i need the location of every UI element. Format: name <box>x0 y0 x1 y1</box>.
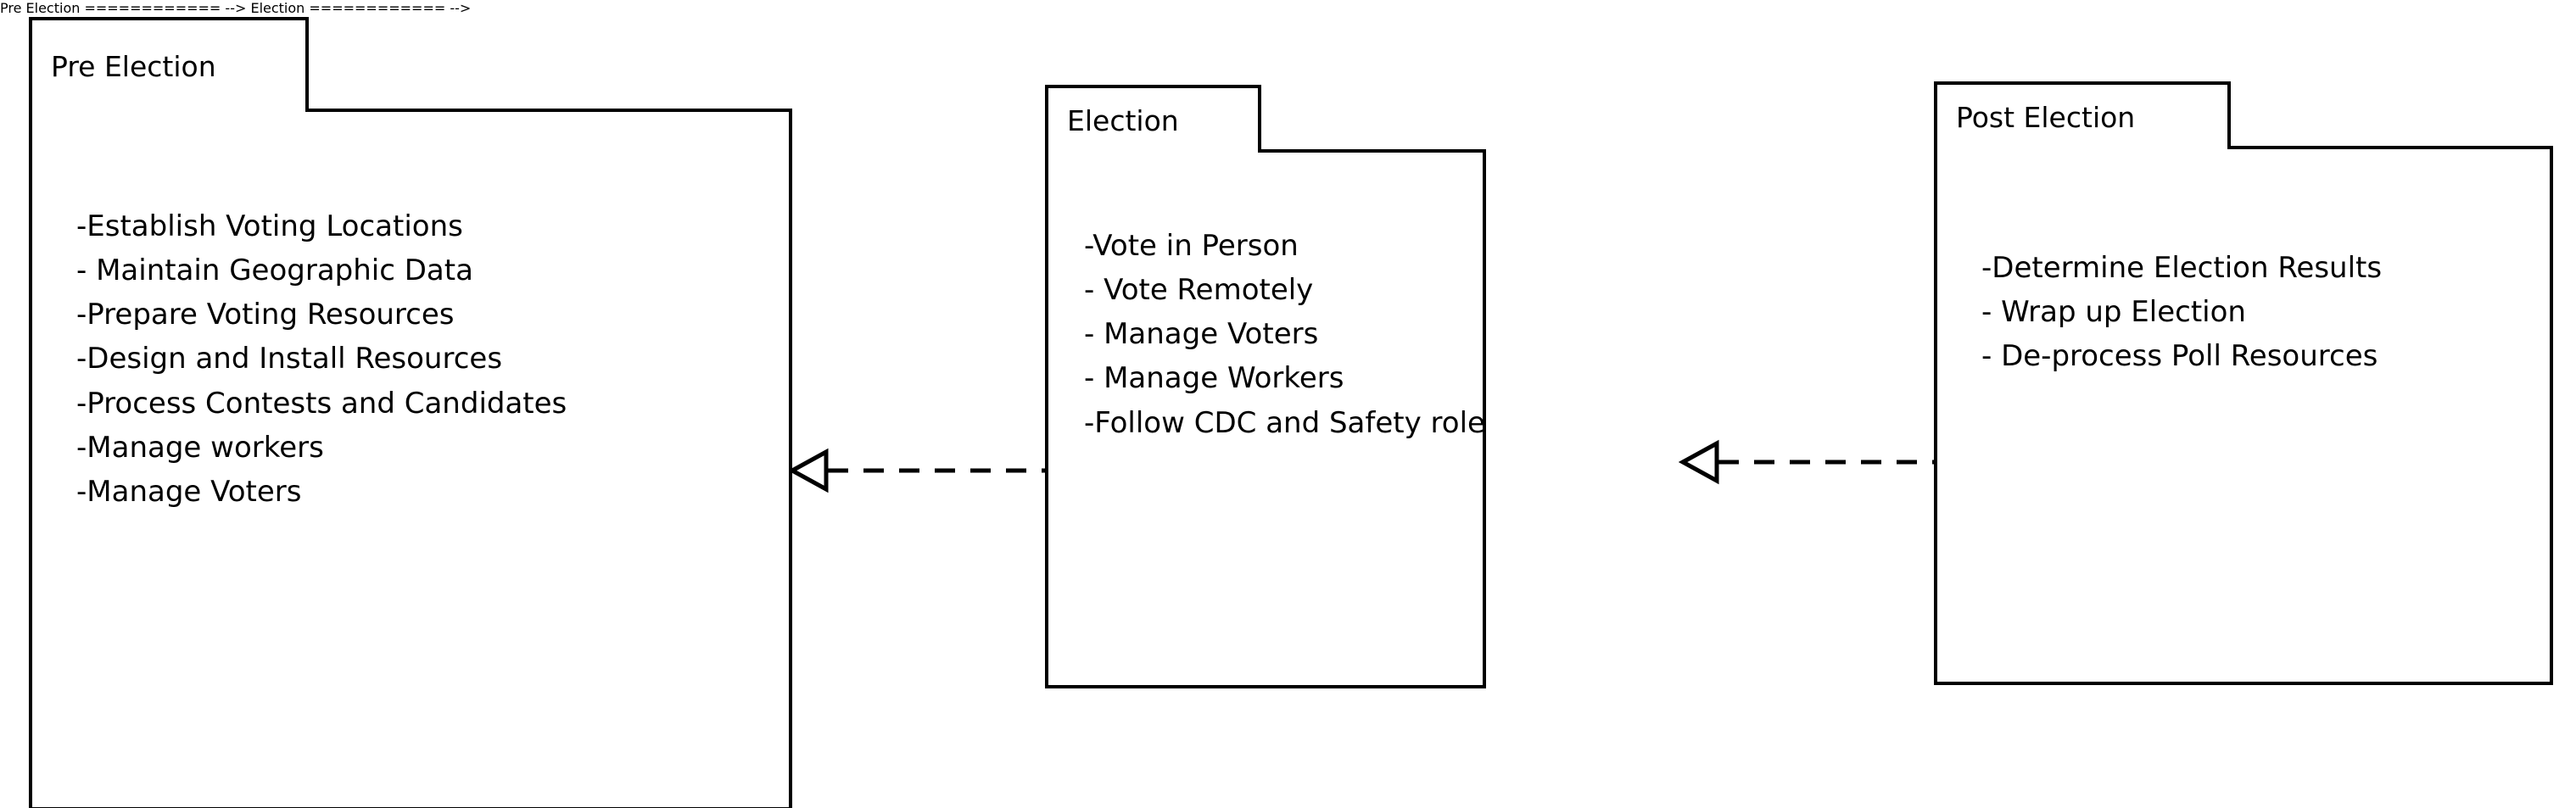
package-post-election[interactable]: Post Election -Determine Election Result… <box>1934 81 2553 726</box>
package-list-item: -Follow CDC and Safety role <box>1084 405 1485 440</box>
package-list-item: - Wrap up Election <box>1981 295 2246 330</box>
package-name-post-election: Post Election <box>1956 100 2136 134</box>
dependency-arrow-svg <box>787 448 1048 493</box>
package-body-post-election: -Determine Election Results - Wrap up El… <box>1934 146 2553 685</box>
package-list-item: -Prepare Voting Resources <box>76 298 455 332</box>
package-election[interactable]: Election -Vote in Person - Vote Remotely… <box>1045 85 1486 729</box>
package-tab-post-election: Post Election <box>1934 81 2231 149</box>
dependency-post-election-to-election[interactable] <box>1678 432 1942 492</box>
package-list-item: -Vote in Person <box>1084 229 1299 263</box>
package-name-pre-election: Pre Election <box>51 49 216 83</box>
package-tab-pre-election: Pre Election <box>29 17 309 112</box>
package-list-item: - Manage Workers <box>1084 361 1344 396</box>
package-list-item: -Manage workers <box>76 430 324 465</box>
package-item-list-pre-election: -Establish Voting Locations - Maintain G… <box>32 209 789 519</box>
package-list-item: - De-process Poll Resources <box>1981 339 2378 374</box>
package-list-item: -Process Contests and Candidates <box>76 386 567 421</box>
package-body-pre-election: -Establish Voting Locations - Maintain G… <box>29 109 792 808</box>
package-item-list-election: -Vote in Person - Vote Remotely - Manage… <box>1048 229 1485 450</box>
package-item-list-post-election: -Determine Election Results - Wrap up El… <box>1937 251 2550 383</box>
package-list-item: - Maintain Geographic Data <box>76 254 473 288</box>
package-list-item: - Manage Voters <box>1084 317 1319 352</box>
package-name-election: Election <box>1067 103 1179 137</box>
package-list-item: - Vote Remotely <box>1084 273 1314 308</box>
package-tab-election: Election <box>1045 85 1261 153</box>
package-list-item: -Manage Voters <box>76 474 302 509</box>
hollow-triangle-arrowhead-icon <box>787 448 829 493</box>
package-pre-election[interactable]: Pre Election -Establish Voting Locations… <box>29 17 792 808</box>
package-list-item: -Establish Voting Locations <box>76 209 463 243</box>
dependency-arrow-svg <box>1678 439 1939 485</box>
package-list-item: -Determine Election Results <box>1981 251 2383 285</box>
dependency-election-to-pre-election[interactable] <box>787 441 1052 500</box>
hollow-triangle-arrowhead-icon <box>1678 439 1719 485</box>
package-list-item: -Design and Install Resources <box>76 342 503 376</box>
package-body-election: -Vote in Person - Vote Remotely - Manage… <box>1045 149 1486 688</box>
